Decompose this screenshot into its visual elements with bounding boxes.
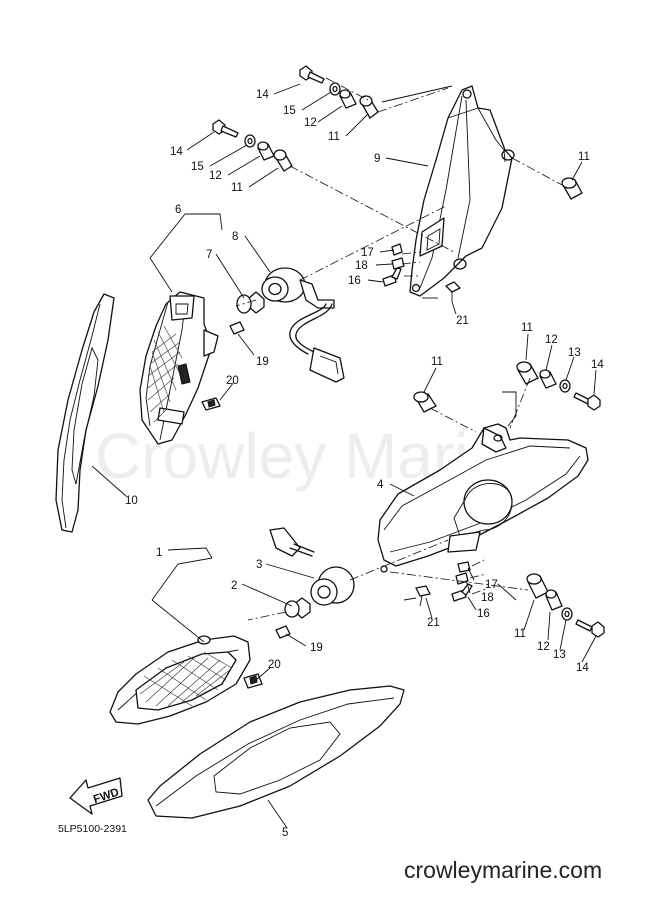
callout-15: 15 — [191, 161, 204, 173]
screw-21b — [415, 585, 431, 607]
callout-19: 19 — [310, 642, 323, 654]
callout-12: 12 — [537, 641, 550, 653]
collar-12a — [339, 89, 357, 109]
callout-20: 20 — [268, 659, 281, 671]
site-credit: crowleymarine.com — [404, 857, 603, 883]
callout-11: 11 — [514, 628, 526, 640]
callout-18: 18 — [481, 592, 494, 604]
collar-12c — [539, 369, 557, 389]
grommet-11e — [413, 391, 437, 413]
callout-1: 1 — [156, 547, 162, 559]
diagram-code: 5LP5100-2391 — [58, 823, 127, 835]
screw-17b — [457, 561, 471, 573]
callout-13: 13 — [568, 347, 581, 359]
callout-17: 17 — [361, 247, 374, 259]
screw-19a — [229, 321, 245, 335]
washer-15a — [329, 82, 341, 96]
bolt-14a — [299, 65, 325, 84]
connector-lower — [269, 527, 315, 557]
callout-6: 6 — [175, 204, 181, 216]
callout-20: 20 — [226, 375, 239, 387]
callout-18: 18 — [355, 260, 368, 272]
collar-12d — [545, 589, 563, 611]
callout-11: 11 — [231, 182, 243, 194]
callout-14: 14 — [170, 146, 183, 158]
assembly-dashed-lines — [235, 77, 565, 621]
part-4-bracket-housing — [377, 423, 589, 573]
callout-16: 16 — [348, 275, 361, 287]
callout-14: 14 — [256, 89, 269, 101]
mesh-grille-lh — [147, 325, 183, 423]
bolt-14c — [573, 392, 601, 411]
callout-10: 10 — [125, 495, 138, 507]
part-3-socket — [310, 566, 355, 606]
callout-16: 16 — [477, 608, 490, 620]
washer-15b — [244, 134, 256, 148]
nut-18a — [391, 257, 405, 270]
callout-5: 5 — [282, 827, 288, 839]
callout-7: 7 — [206, 249, 212, 261]
callout-2: 2 — [231, 580, 237, 592]
part-8-socket-harness — [261, 267, 345, 383]
part-7-bulb — [236, 291, 265, 314]
grommet-11d — [516, 361, 539, 385]
clip-20a — [201, 397, 221, 411]
fwd-arrow-icon: FWD — [69, 777, 123, 815]
part-1-headlight-unit-rh — [109, 635, 251, 725]
part-5-lens-rh — [147, 685, 405, 819]
grommet-11b — [273, 149, 293, 172]
washer-13b — [561, 607, 573, 621]
screw-17a — [391, 243, 403, 256]
callout-8: 8 — [232, 231, 238, 243]
part-6-headlight-unit-lh — [139, 291, 219, 445]
callout-21: 21 — [427, 617, 440, 629]
collar-12b — [257, 141, 275, 161]
callout-11: 11 — [328, 131, 340, 143]
bolt-14b — [212, 119, 239, 138]
washer-13a — [559, 379, 571, 393]
part-2-bulb — [284, 597, 311, 619]
callout-11: 11 — [521, 322, 533, 334]
callout-14: 14 — [576, 662, 589, 674]
screw-16a — [382, 267, 402, 287]
bolt-14d — [575, 619, 605, 638]
callout-17: 17 — [485, 579, 498, 591]
callout-11: 11 — [431, 356, 443, 368]
callout-9: 9 — [374, 153, 380, 165]
grommet-11f — [526, 573, 549, 599]
callout-3: 3 — [256, 559, 262, 571]
screw-19b — [275, 625, 291, 639]
callout-19: 19 — [256, 356, 269, 368]
callout-4: 4 — [377, 479, 384, 491]
callout-13: 13 — [553, 649, 566, 661]
mesh-grille-rh — [139, 651, 233, 707]
grommet-11c — [561, 177, 583, 200]
callout-11: 11 — [578, 151, 590, 163]
callout-12: 12 — [545, 334, 558, 346]
callout-21: 21 — [456, 315, 469, 327]
screw-16b — [451, 583, 473, 602]
callout-12: 12 — [209, 170, 222, 182]
callout-12: 12 — [304, 117, 317, 129]
grommet-11a — [359, 95, 379, 119]
part-10-lens-lh — [55, 293, 115, 533]
callout-labels: 14 15 12 11 14 15 12 11 9 11 6 8 7 17 18… — [125, 89, 604, 839]
callout-14: 14 — [591, 359, 604, 371]
part-9-bracket — [409, 85, 515, 297]
nut-18b — [455, 572, 469, 585]
leader-lines — [91, 83, 597, 829]
callout-15: 15 — [283, 105, 296, 117]
clip-20b — [243, 673, 263, 689]
screw-21a — [445, 281, 461, 302]
